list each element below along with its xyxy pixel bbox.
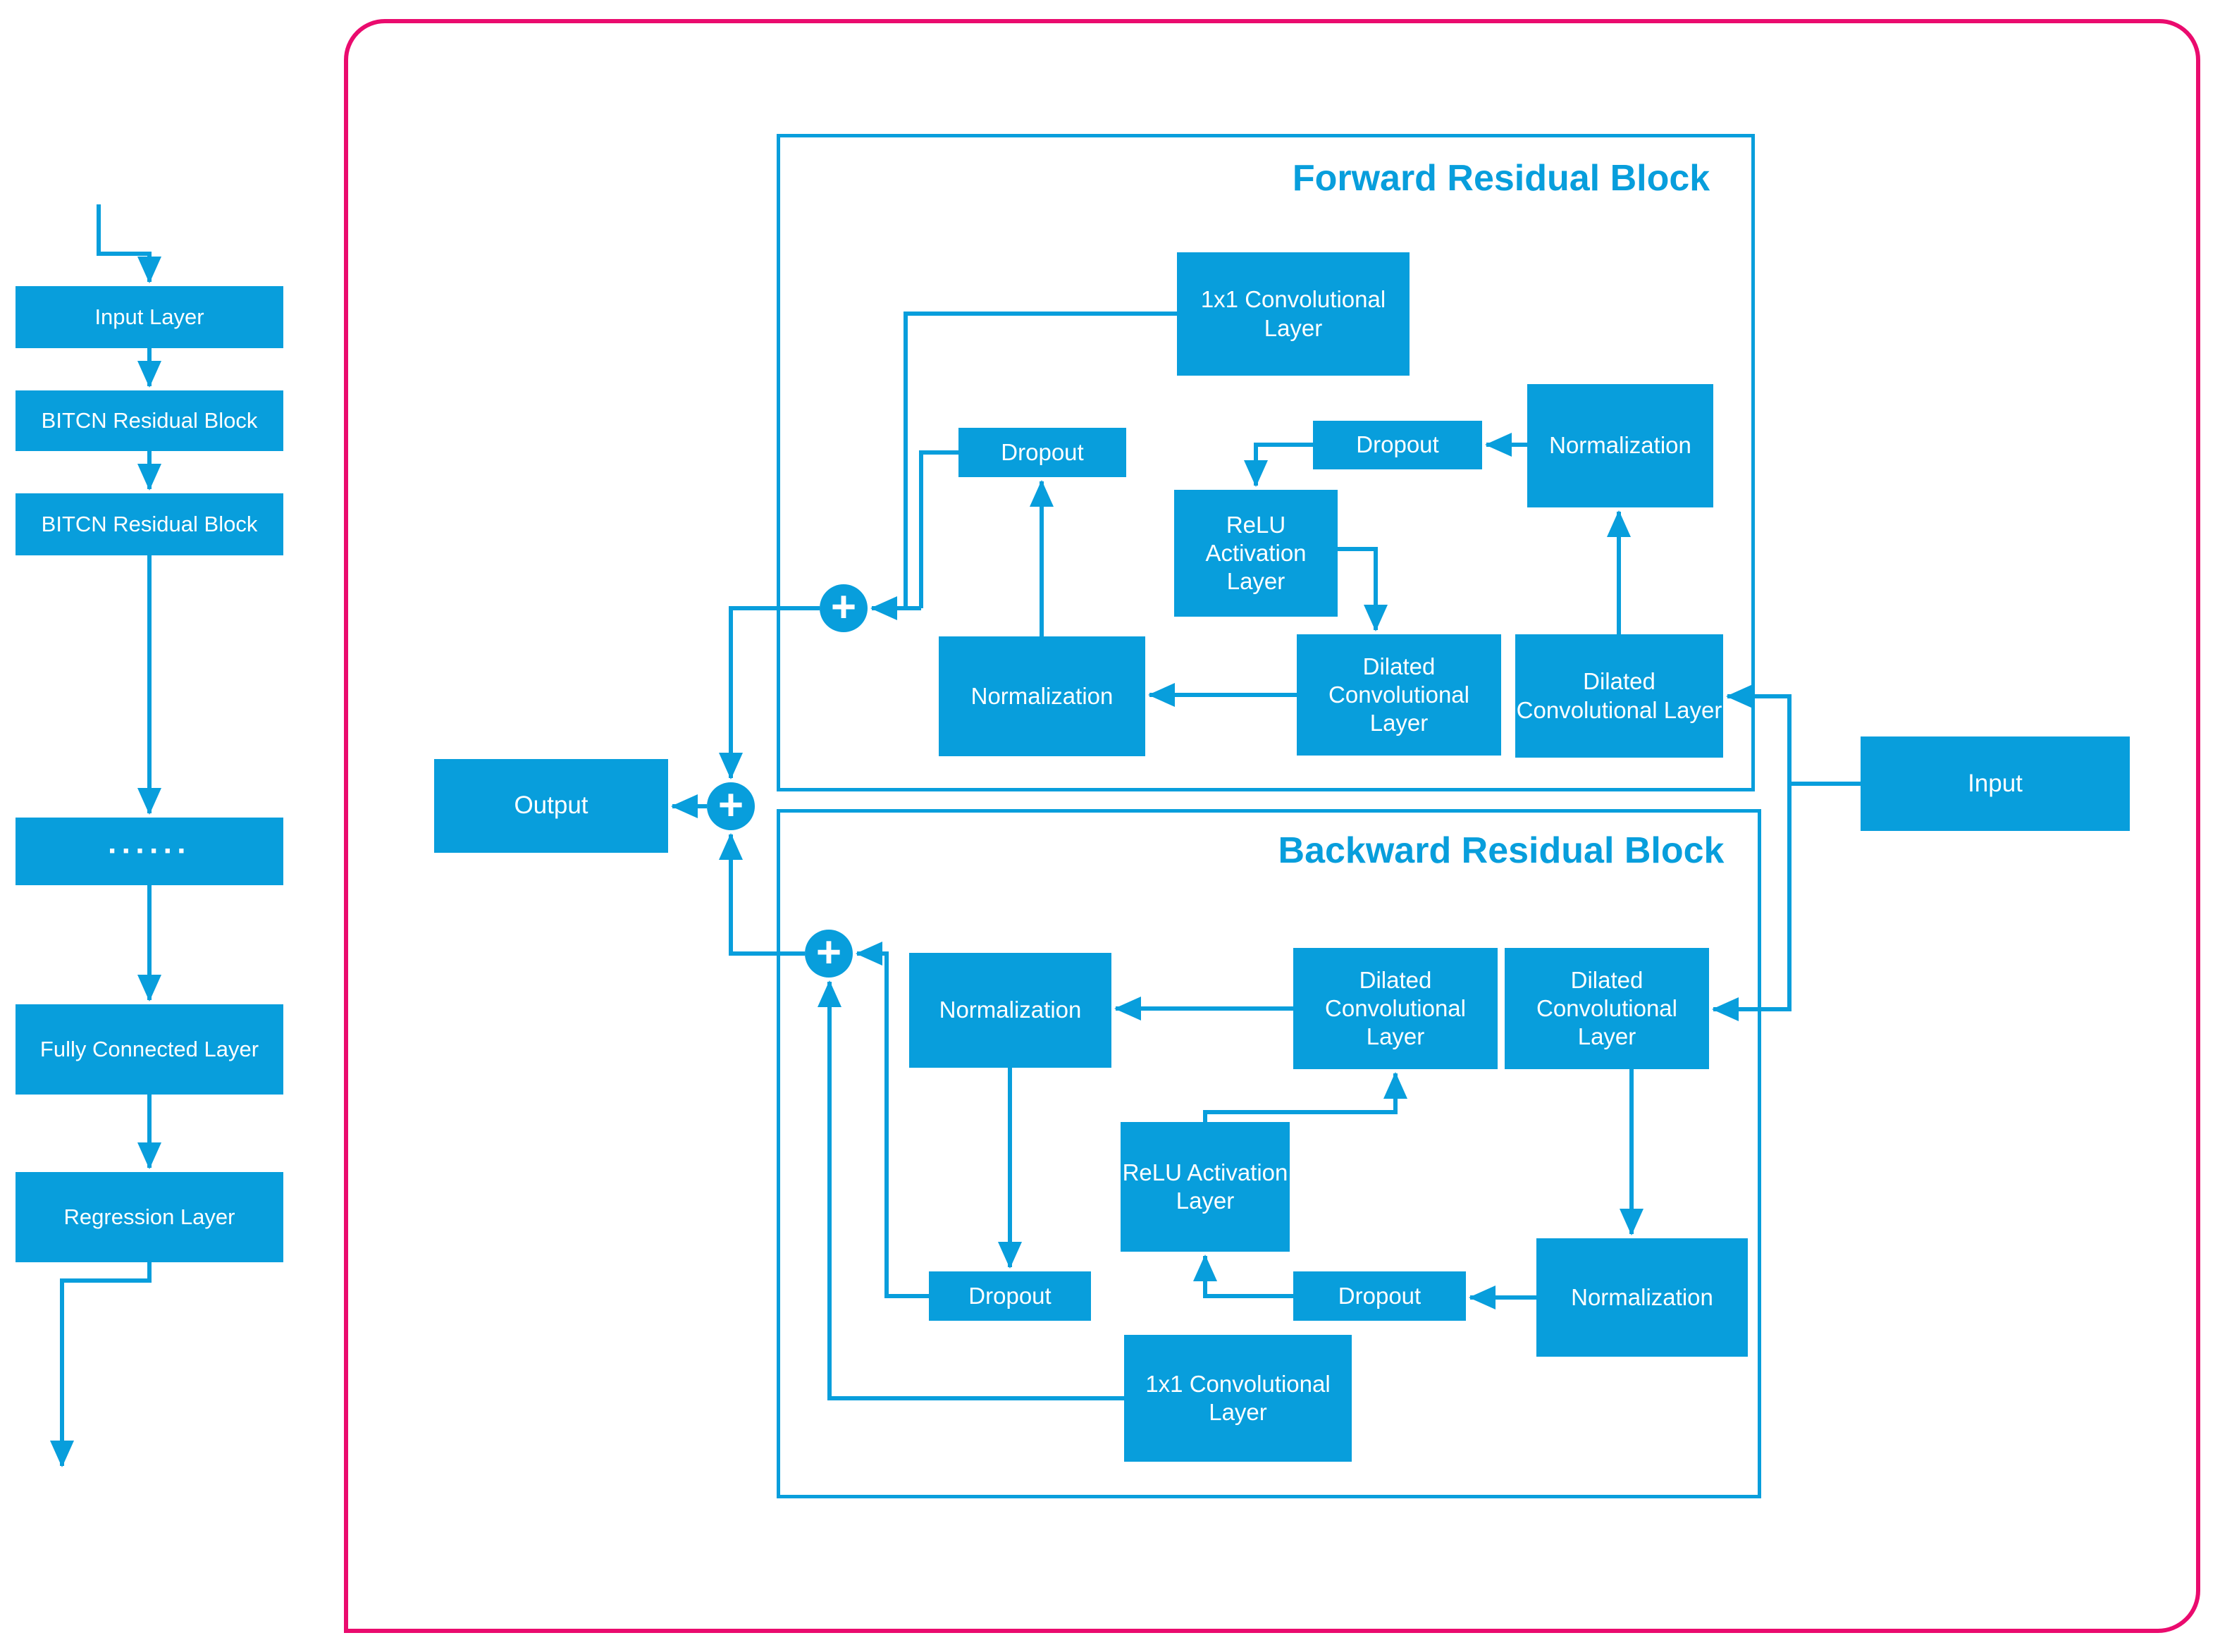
bwd-sum-plus-icon: + xyxy=(815,927,842,977)
node-input: Input xyxy=(1861,736,2130,831)
node-ellipsis: ······ xyxy=(16,818,283,885)
backward-residual-block-title: Backward Residual Block xyxy=(1278,830,1725,871)
node-bitcn-residual-block-1: BITCN Residual Block xyxy=(16,390,283,451)
fwd-dilated-conv-right-label: Dilated Convolutional Layer xyxy=(1516,668,1722,723)
bwd-relu: ReLU Activation Layer xyxy=(1121,1122,1290,1252)
bwd-dilated-conv-mid-label: Dilated Convolutional Layer xyxy=(1325,966,1466,1050)
fwd-norm-right-label: Normalization xyxy=(1549,432,1691,459)
edge-regression-to-exit xyxy=(50,1262,152,1467)
node-regression-layer-label: Regression Layer xyxy=(63,1204,235,1230)
fwd-sum-plus-icon: + xyxy=(830,582,857,631)
node-regression-layer: Regression Layer xyxy=(16,1172,283,1262)
bwd-dilated-conv-right: Dilated Convolutional Layer xyxy=(1505,948,1709,1069)
fwd-dilated-conv-mid: Dilated Convolutional Layer xyxy=(1297,634,1501,756)
node-input-layer-label: Input Layer xyxy=(94,304,204,330)
bwd-dilated-conv-right-label: Dilated Convolutional Layer xyxy=(1536,966,1677,1050)
fwd-conv1x1-label: 1x1 Convolutional Layer xyxy=(1200,286,1386,341)
fwd-norm-left-label: Normalization xyxy=(970,682,1114,709)
fwd-norm-left: Normalization xyxy=(939,636,1145,756)
fwd-dilated-conv-mid-label: Dilated Convolutional Layer xyxy=(1328,653,1469,736)
bwd-dilated-conv-mid: Dilated Convolutional Layer xyxy=(1293,948,1498,1069)
bwd-conv1x1: 1x1 Convolutional Layer xyxy=(1124,1335,1352,1462)
node-bitcn-residual-block-2-label: BITCN Residual Block xyxy=(41,512,258,537)
node-input-label: Input xyxy=(1968,769,2023,797)
fwd-relu-label: ReLU Activation Layer xyxy=(1205,511,1307,595)
fwd-dropout-skip: Dropout xyxy=(958,428,1126,477)
fwd-dropout-skip-label: Dropout xyxy=(1001,438,1084,465)
node-bitcn-residual-block-1-label: BITCN Residual Block xyxy=(41,408,258,433)
node-output-label: Output xyxy=(514,791,588,820)
bwd-relu-label: ReLU Activation Layer xyxy=(1122,1159,1288,1214)
model-boundary xyxy=(344,19,2200,1633)
fwd-relu: ReLU Activation Layer xyxy=(1174,490,1338,617)
bwd-norm-left-label: Normalization xyxy=(939,997,1082,1023)
bwd-conv1x1-label: 1x1 Convolutional Layer xyxy=(1145,1370,1331,1425)
fwd-sum-junction: + xyxy=(820,582,868,632)
fwd-dropout-right: Dropout xyxy=(1313,421,1482,469)
bwd-dropout-left: Dropout xyxy=(929,1271,1091,1321)
output-sum-junction: + xyxy=(707,780,755,830)
fwd-conv1x1: 1x1 Convolutional Layer xyxy=(1177,252,1410,376)
node-input-layer: Input Layer xyxy=(16,286,283,348)
fwd-dilated-conv-right: Dilated Convolutional Layer xyxy=(1515,634,1723,758)
fwd-norm-right: Normalization xyxy=(1527,384,1713,507)
node-fully-connected-layer-label: Fully Connected Layer xyxy=(39,1037,259,1062)
bwd-dropout-right: Dropout xyxy=(1293,1271,1466,1321)
edge-entry-to-input-layer xyxy=(97,204,161,283)
bwd-dropout-left-label: Dropout xyxy=(968,1282,1052,1309)
bwd-sum-junction: + xyxy=(805,927,853,978)
bwd-norm-bottom-label: Normalization xyxy=(1571,1283,1713,1310)
node-bitcn-residual-block-2: BITCN Residual Block xyxy=(16,493,283,555)
backward-residual-block-container xyxy=(777,809,1761,1498)
output-sum-plus-icon: + xyxy=(717,780,744,830)
fwd-dropout-right-label: Dropout xyxy=(1356,431,1439,458)
node-output: Output xyxy=(434,759,668,853)
forward-residual-block-container xyxy=(777,134,1755,791)
bwd-norm-bottom: Normalization xyxy=(1536,1238,1748,1357)
forward-residual-block-title: Forward Residual Block xyxy=(1292,158,1710,199)
bwd-dropout-right-label: Dropout xyxy=(1338,1282,1422,1309)
bwd-norm-left: Normalization xyxy=(909,953,1111,1068)
node-fully-connected-layer: Fully Connected Layer xyxy=(16,1004,283,1095)
node-ellipsis-label: ······ xyxy=(108,834,191,869)
